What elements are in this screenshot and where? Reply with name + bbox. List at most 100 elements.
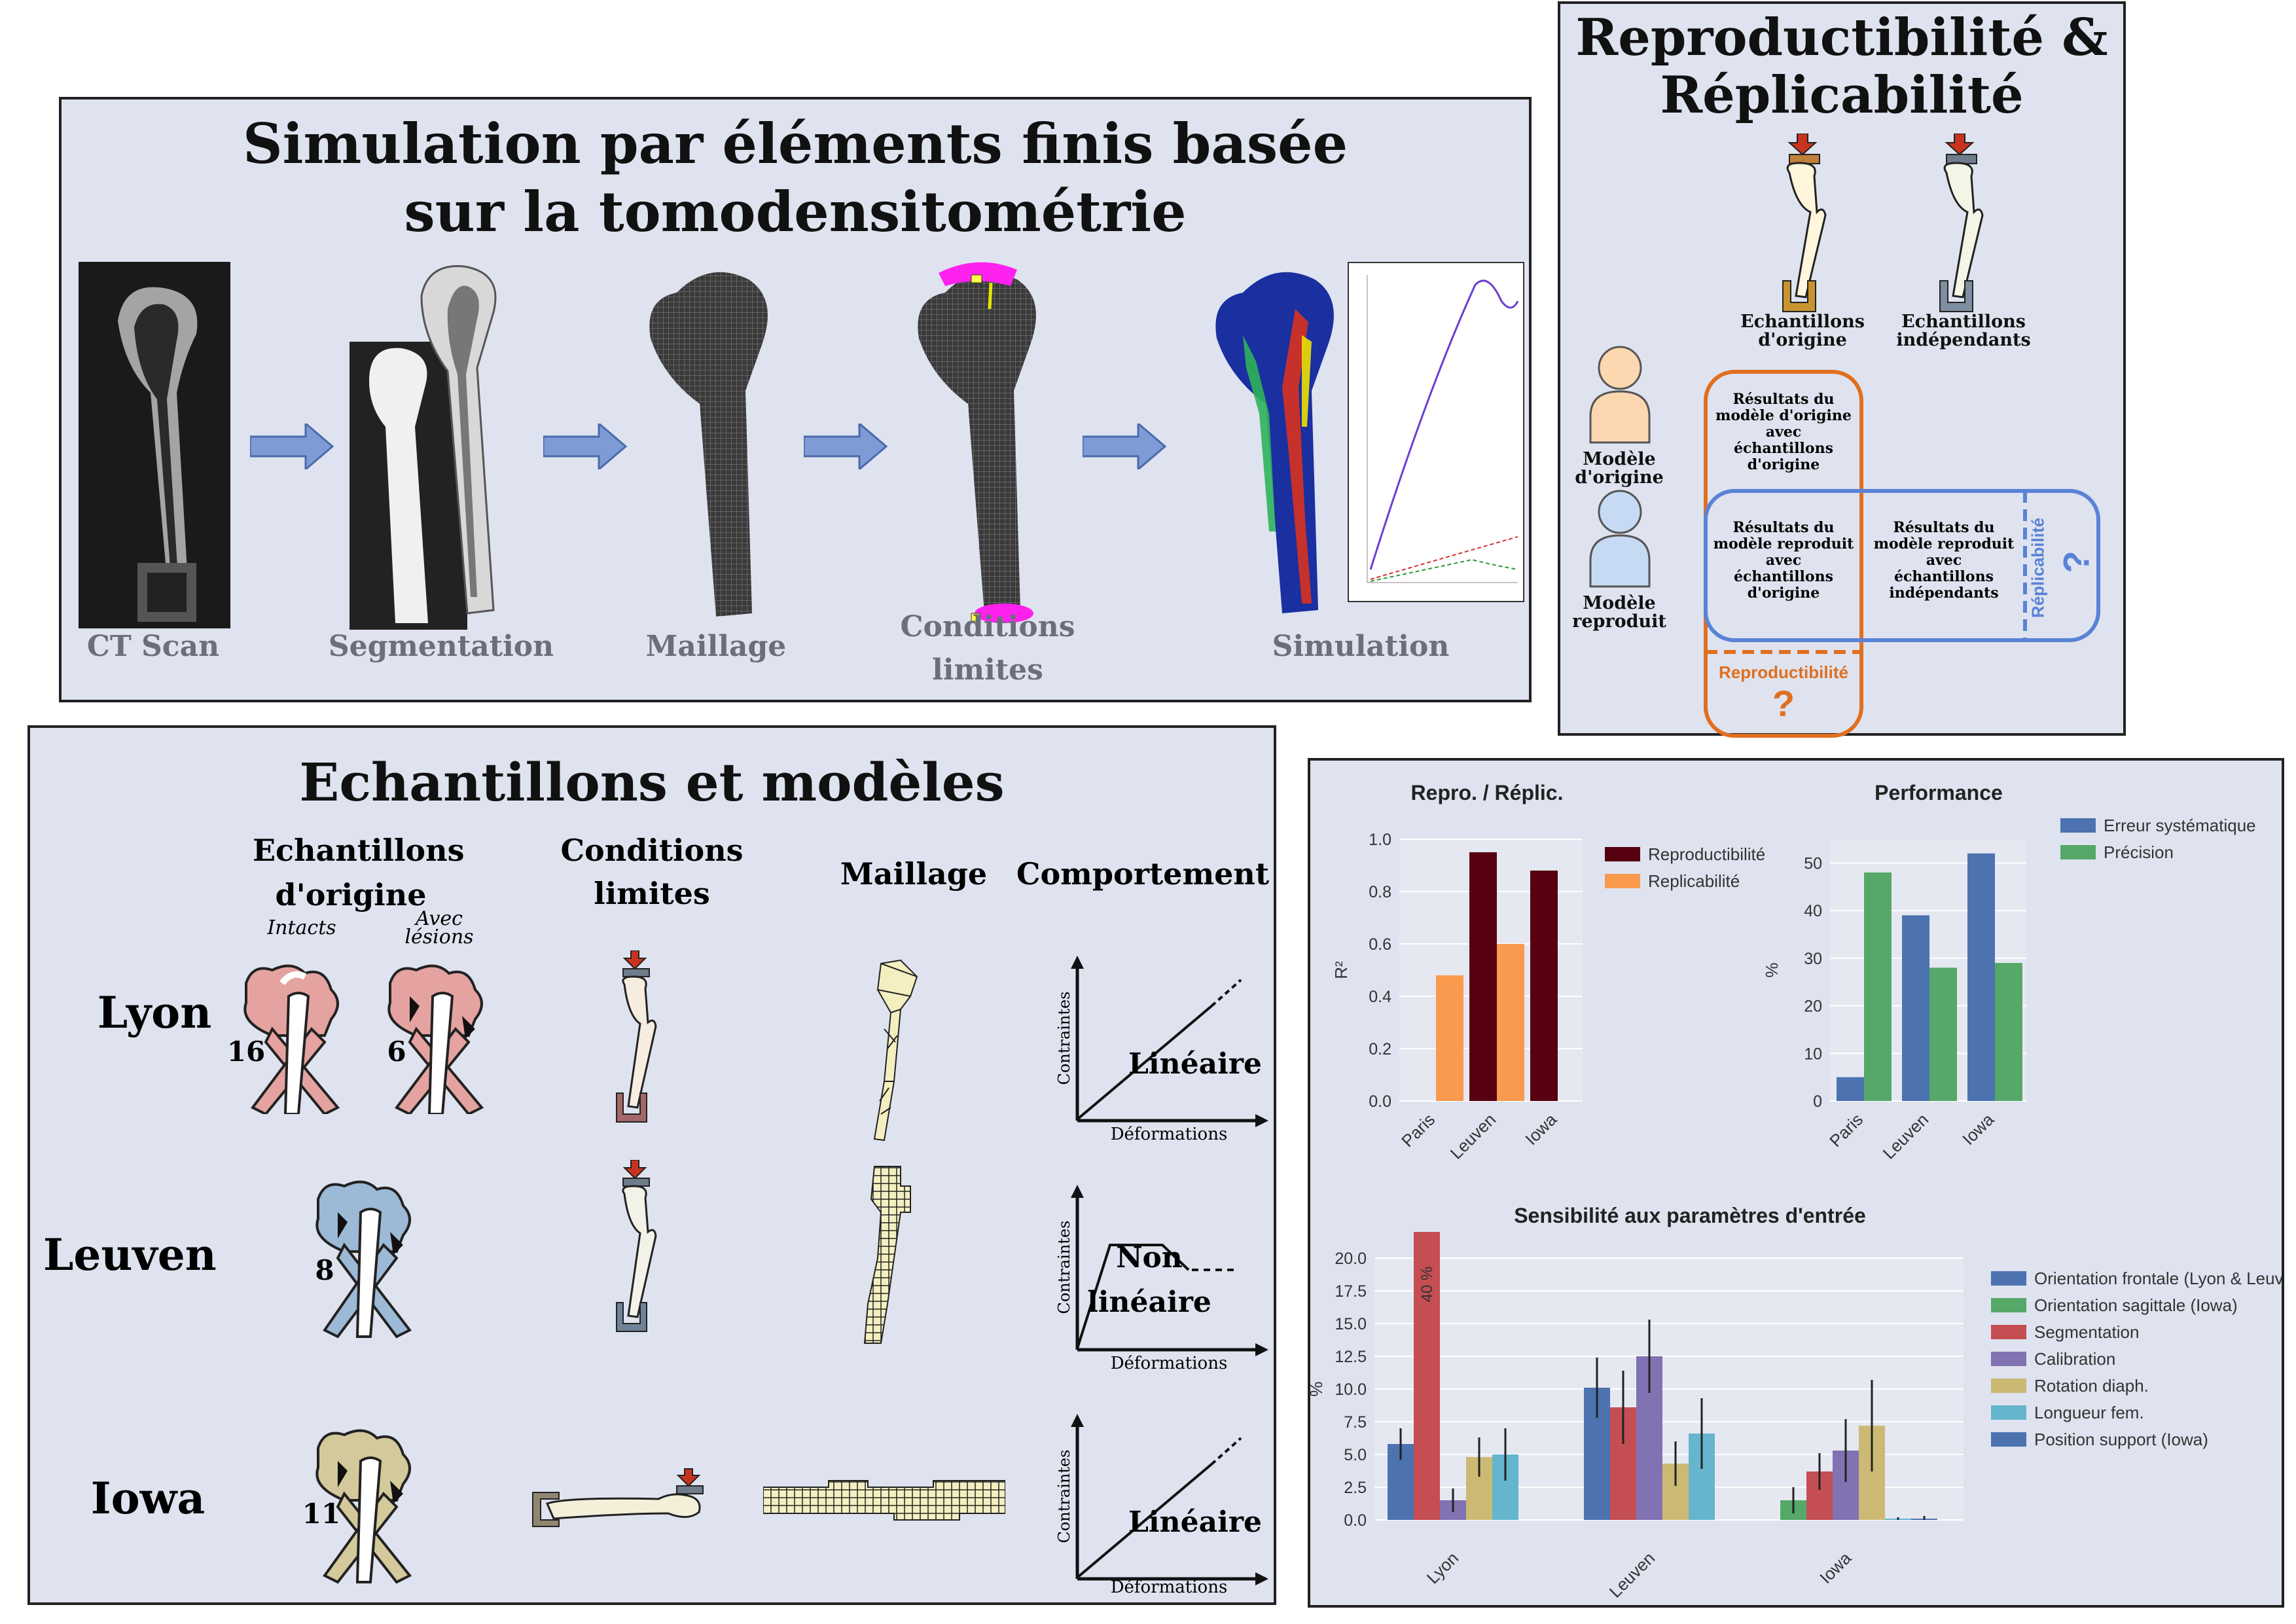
repro-replic-panel: Reproductibilité & Réplicabilité Echanti…	[1558, 1, 2126, 738]
charts-svg: Repro. / Réplic.0.00.20.40.60.81.0R²Pari…	[1310, 781, 2282, 1602]
samples-models-panel: Echantillons et modèles Echantillons d'o…	[27, 725, 1276, 1605]
cell-text: échantillons	[1734, 568, 1833, 585]
y-tick-label: 40	[1804, 902, 1822, 920]
arrow-right-icon	[804, 424, 888, 469]
y-tick-label: 7.5	[1344, 1413, 1367, 1432]
legend-swatch	[1991, 1432, 2026, 1447]
x-tick-label: Iowa	[1958, 1110, 1998, 1149]
behavior-graph-leuven	[1071, 1185, 1268, 1356]
legend-label: Erreur systématique	[2104, 816, 2256, 835]
bar	[1929, 967, 1957, 1101]
x-tick-label: Iowa	[1816, 1548, 1855, 1587]
cell-text: modèle d'origine	[1715, 407, 1852, 424]
bone-cluster-leuven	[315, 1180, 412, 1339]
axis-x-leuven: Déformations	[1110, 1354, 1228, 1373]
col-header-conditions-2: limites	[594, 876, 710, 911]
bar	[1469, 852, 1497, 1101]
legend-label: Calibration	[2034, 1349, 2115, 1369]
y-tick-label: 30	[1804, 950, 1822, 968]
legend-label: Orientation sagittale (Iowa)	[2034, 1295, 2238, 1315]
x-tick-label: Lyon	[1423, 1548, 1462, 1587]
mesh-image	[649, 272, 768, 617]
legend-swatch	[2060, 818, 2096, 833]
boundary-femur-lyon	[616, 950, 657, 1123]
behavior-graph-lyon	[1071, 956, 1268, 1127]
ct-simulation-panel: Simulation par éléments finis basée sur …	[59, 97, 1532, 702]
ct-scan-image	[79, 262, 230, 628]
simulation-curve-thumbnail	[1348, 262, 1524, 602]
legend-swatch	[1991, 1405, 2026, 1420]
label-lesions-2: lésions	[404, 926, 474, 948]
bone-cluster-lyon-lesion	[387, 964, 484, 1114]
col-header-conditions-1: Conditions	[560, 833, 744, 868]
boundary-conditions-image	[918, 262, 1036, 623]
x-tick-label: Leuven	[1605, 1548, 1659, 1602]
cell-text: d'origine	[1747, 585, 1820, 602]
legend-swatch	[1605, 847, 1640, 861]
arrow-right-icon	[543, 424, 628, 469]
label-samples-original-1: Echantillons	[1740, 312, 1865, 332]
label-samples-independent-2: indépendants	[1896, 330, 2031, 350]
cell-text: avec	[1765, 424, 1802, 441]
y-tick-label: 0	[1813, 1092, 1822, 1111]
bar	[1837, 1077, 1864, 1101]
col-header-samples-2: d'origine	[275, 877, 427, 912]
axis-y-lyon: Contraintes	[1055, 991, 1073, 1085]
chart-title-2: Sensibilité aux paramètres d'entrée	[1514, 1204, 1866, 1227]
count-leuven: 8	[315, 1254, 334, 1286]
legend-label: Segmentation	[2034, 1322, 2139, 1342]
cell-text: modèle reproduit	[1713, 535, 1854, 552]
boundary-femur-leuven	[616, 1160, 657, 1332]
mesh-hex-iowa	[763, 1480, 1005, 1521]
x-tick-label: Leuven	[1879, 1110, 1933, 1163]
femur-independent-icon	[1939, 134, 1984, 312]
count-iowa: 11	[302, 1498, 341, 1530]
label-model-original-1: Modèle	[1583, 449, 1656, 469]
behavior-label-lyon: Linéaire	[1128, 1047, 1263, 1081]
ct-panel-title-line1: Simulation par éléments finis basée	[242, 111, 1348, 176]
bar	[1414, 1232, 1440, 1520]
legend-swatch	[1991, 1379, 2026, 1393]
legend-label: Replicabilité	[1648, 871, 1740, 891]
legend-swatch	[1991, 1271, 2026, 1286]
cell-text: échantillons	[1734, 440, 1833, 457]
boundary-femur-iowa	[532, 1468, 704, 1527]
legend-swatch	[1991, 1298, 2026, 1312]
repro-title-line2: Réplicabilité	[1660, 65, 2024, 125]
segmentation-image	[350, 265, 497, 630]
axis-x-iowa: Déformations	[1110, 1578, 1228, 1597]
col-header-behavior: Comportement	[1016, 856, 1270, 892]
cell-reproduced-model-independent-samples: Résultats du modèle reproduit avec échan…	[1865, 520, 2022, 602]
step-label-conditions-line2: limites	[932, 653, 1043, 687]
arrow-right-icon	[250, 424, 334, 469]
repro-replic-venn	[1704, 370, 2100, 738]
behavior-label-leuven-2: linéaire	[1087, 1286, 1211, 1319]
mesh-hex-leuven	[863, 1166, 911, 1344]
bone-cluster-lyon-intact	[243, 964, 340, 1114]
ct-panel-title-line2: sur la tomodensitométrie	[404, 179, 1187, 244]
y-tick-label: 0.8	[1369, 883, 1391, 901]
row-label-leuven: Leuven	[43, 1229, 217, 1280]
bar	[1864, 872, 1892, 1101]
cell-text: indépendants	[1889, 585, 1999, 602]
cell-text: Résultats du	[1893, 519, 1995, 536]
col-header-samples-1: Echantillons	[253, 833, 465, 868]
step-label-ct-scan: CT Scan	[86, 630, 220, 663]
y-tick-label: 2.5	[1344, 1479, 1367, 1497]
step-label-mesh: Maillage	[645, 630, 787, 663]
row-label-lyon: Lyon	[97, 987, 212, 1038]
legend-label: Précision	[2104, 842, 2174, 862]
repro-title-line1: Reproductibilité &	[1575, 8, 2108, 67]
arrow-right-icon	[1083, 424, 1167, 469]
behavior-label-iowa: Linéaire	[1128, 1506, 1263, 1539]
legend-swatch	[1991, 1325, 2026, 1339]
y-tick-label: 1.0	[1369, 831, 1391, 849]
x-tick-label: Iowa	[1521, 1110, 1560, 1149]
y-tick-label: 0.0	[1369, 1092, 1391, 1111]
samples-title: Echantillons et modèles	[299, 751, 1005, 813]
reproducibility-label: Reproductibilité	[1719, 662, 1848, 682]
label-model-reproduced-1: Modèle	[1583, 593, 1656, 613]
label-samples-original-2: d'origine	[1758, 330, 1847, 350]
label-lesions-1: Avec	[416, 907, 463, 930]
y-tick-label: 10	[1804, 1045, 1822, 1063]
